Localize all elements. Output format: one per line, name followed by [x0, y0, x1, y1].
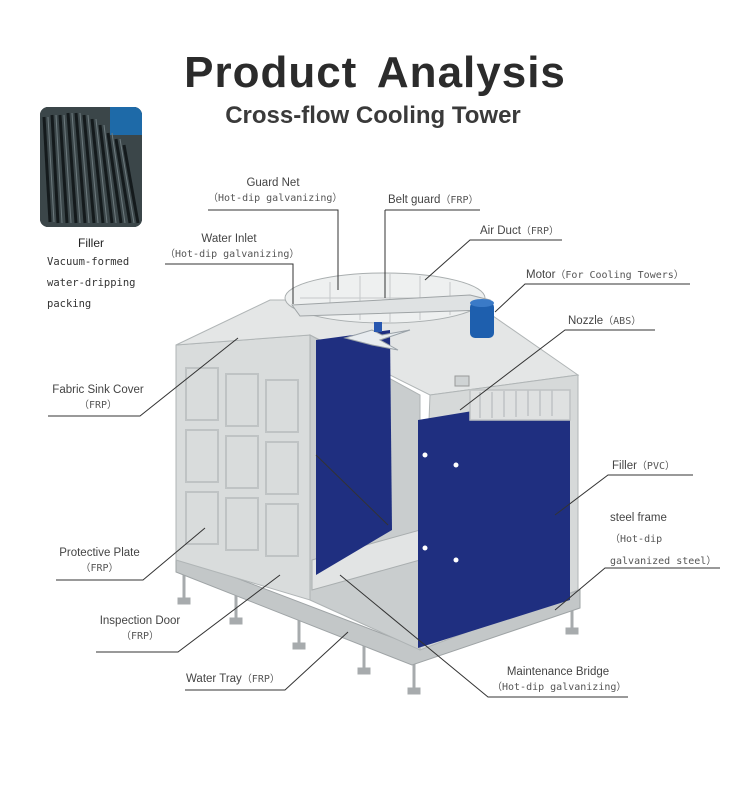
label-material: （FRP）: [440, 195, 479, 206]
label-material: （ABS）: [603, 316, 642, 327]
label-guard-net: Guard Net （Hot-dip galvanizing）: [208, 176, 343, 206]
leader-lines: [48, 209, 720, 698]
label-inspection-door: Inspection Door （FRP）: [96, 614, 184, 644]
label-material: （Hot-dip: [610, 534, 663, 545]
label-filler-pvc: Filler（PVC）: [612, 459, 675, 474]
filler-thumbnail-image: [40, 107, 142, 227]
label-material: galvanized steel）: [610, 556, 717, 567]
label-maintenance-bridge: Maintenance Bridge （Hot-dip galvanizing）: [492, 665, 627, 695]
filler-desc-line: water-dripping: [47, 277, 136, 289]
label-nozzle: Nozzle（ABS）: [568, 314, 641, 329]
label-belt-guard: Belt guard（FRP）: [388, 193, 479, 208]
protective-plate-panels: [185, 367, 299, 557]
label-name: Water Inlet: [201, 233, 257, 245]
label-name: Filler: [612, 460, 637, 472]
fan-blades: [343, 329, 411, 351]
label-air-duct: Air Duct（FRP）: [480, 224, 559, 239]
tower-louvers: [469, 389, 571, 421]
label-name: Belt guard: [388, 194, 441, 206]
label-name: Maintenance Bridge: [506, 666, 610, 678]
label-motor: Motor（For Cooling Towers）: [526, 268, 684, 283]
label-material: （For Cooling Towers）: [555, 270, 684, 281]
filler-left-shape: [316, 330, 392, 575]
label-name: steel frame: [610, 512, 667, 524]
label-name: Motor: [526, 269, 556, 281]
filler-desc-line: packing: [47, 298, 92, 310]
label-water-tray: Water Tray（FRP）: [186, 672, 280, 687]
label-material: （FRP）: [120, 631, 160, 642]
nozzle-shape: [454, 375, 470, 387]
label-material: （Hot-dip galvanizing）: [208, 193, 343, 204]
filler-desc-line: Vacuum-formed: [47, 256, 130, 268]
label-name: Guard Net: [246, 177, 300, 189]
label-material: （PVC）: [636, 461, 675, 472]
label-material: （Hot-dip galvanizing）: [165, 249, 300, 260]
label-name: Inspection Door: [99, 615, 181, 627]
label-name: Protective Plate: [59, 547, 140, 559]
label-name: Water Tray: [186, 673, 242, 685]
filler-thumbnail-caption: Filler: [78, 236, 104, 250]
filler-right-shape: [418, 395, 570, 648]
label-water-inlet: Water Inlet （Hot-dip galvanizing）: [165, 232, 300, 262]
label-material: （FRP）: [520, 226, 559, 237]
label-name: Air Duct: [480, 225, 521, 237]
motor-shape: [470, 302, 494, 338]
label-steel-frame: steel frame （Hot-dip galvanized steel）: [610, 507, 716, 573]
label-material: （FRP）: [80, 563, 119, 574]
label-material: （Hot-dip galvanizing）: [492, 682, 627, 693]
label-fabric-sink-cover: Fabric Sink Cover （FRP）: [48, 383, 148, 413]
label-material: （FRP）: [78, 400, 118, 411]
label-protective-plate: Protective Plate （FRP）: [56, 546, 143, 576]
page-subtitle: Cross-flow Cooling Tower: [225, 102, 521, 129]
label-material: （FRP）: [241, 674, 280, 685]
filler-thumbnail-description: Vacuum-formed water-dripping packing: [47, 252, 167, 315]
label-name: Fabric Sink Cover: [52, 384, 144, 396]
label-name: Nozzle: [568, 315, 604, 327]
page-title: Product Analysis: [184, 48, 566, 97]
